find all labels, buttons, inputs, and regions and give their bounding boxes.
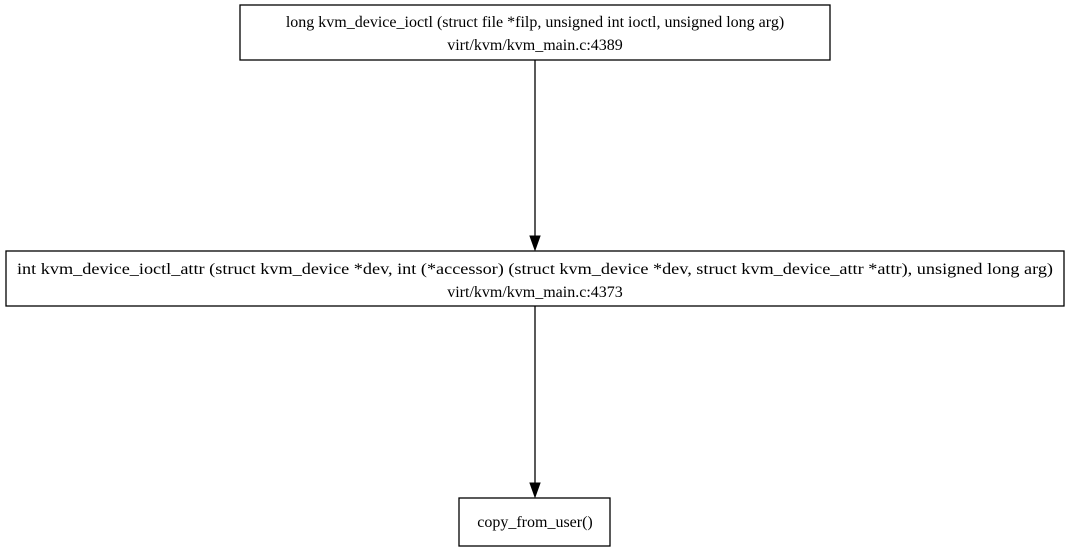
node-box: [458, 497, 611, 547]
edge-ioctl-to-ioctl-attr: [529, 60, 541, 252]
node-signature: copy_from_user(): [477, 514, 593, 531]
node-box: [239, 4, 831, 61]
node-signature: long kvm_device_ioctl (struct file *filp…: [286, 14, 784, 31]
node-kvm-device-ioctl[interactable]: long kvm_device_ioctl (struct file *filp…: [239, 4, 831, 61]
arrowhead-icon: [529, 482, 541, 499]
node-copy-from-user[interactable]: copy_from_user(): [458, 497, 611, 547]
node-kvm-device-ioctl-attr[interactable]: int kvm_device_ioctl_attr (struct kvm_de…: [5, 250, 1065, 307]
node-box: [5, 250, 1065, 307]
node-signature: int kvm_device_ioctl_attr (struct kvm_de…: [17, 261, 1053, 278]
arrowhead-icon: [529, 235, 541, 252]
node-location: virt/kvm/kvm_main.c:4389: [447, 37, 623, 54]
node-location: virt/kvm/kvm_main.c:4373: [447, 284, 623, 301]
edge-ioctl-attr-to-copy-from-user: [529, 306, 541, 499]
